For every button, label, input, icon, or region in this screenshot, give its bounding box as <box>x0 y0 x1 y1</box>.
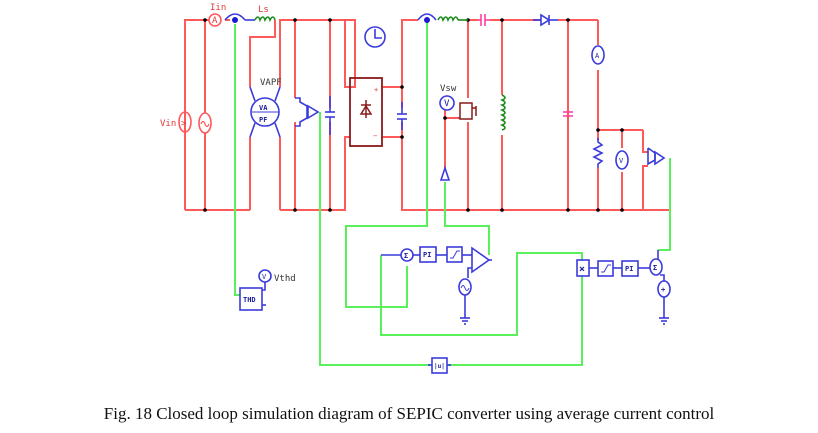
svg-text:×: × <box>579 264 585 275</box>
svg-text:|u|: |u| <box>434 363 445 370</box>
svg-text:PI: PI <box>423 251 431 259</box>
voltmeter-output: V <box>615 150 629 170</box>
voltage-sensor-input <box>295 97 320 127</box>
clock-icon <box>364 26 386 48</box>
label-vapf: VAPF <box>260 78 282 88</box>
svg-text:>: > <box>181 119 187 129</box>
svg-text:THD: THD <box>243 296 256 304</box>
thd-block: THD V Vthd <box>239 269 296 311</box>
dc-source-vin: > Vin <box>160 111 192 133</box>
svg-text:VA: VA <box>259 104 268 112</box>
svg-text:A: A <box>595 52 600 60</box>
ammeter-output: A <box>591 45 605 65</box>
svg-text:+: + <box>374 86 378 94</box>
pi-controller-current: PI <box>419 246 447 263</box>
label-vin: Vin <box>160 119 176 129</box>
load-resistor <box>592 138 604 168</box>
svg-text:V: V <box>619 157 624 165</box>
output-capacitor <box>563 111 573 117</box>
label-iin: Iin <box>210 3 226 13</box>
output-diode <box>533 13 558 27</box>
power-wiring <box>184 19 670 211</box>
svg-text:V: V <box>444 99 450 109</box>
limiter-voltage <box>597 260 622 277</box>
comparator <box>467 246 492 278</box>
label-ls: Ls <box>258 5 269 15</box>
coupling-capacitor <box>478 14 490 26</box>
limiter-current <box>446 246 472 263</box>
ammeter-iin: A Iin <box>208 3 226 27</box>
absolute-value-block: |u| <box>428 357 451 374</box>
mosfet-switch <box>458 102 477 120</box>
voltmeter-vsw: V Vsw <box>439 84 457 111</box>
pi-controller-voltage: PI <box>621 260 650 277</box>
diode-bridge-rectifier: + − <box>349 77 383 147</box>
junction-dots <box>203 18 624 212</box>
summing-junction-current: Σ <box>381 248 420 262</box>
capacitor-dc-link <box>397 102 407 130</box>
voltage-sensor-output <box>647 147 666 166</box>
svg-text:A: A <box>212 16 218 26</box>
control-wiring <box>234 22 671 366</box>
svg-text:+: + <box>661 286 665 294</box>
triangle-carrier-source <box>458 278 472 325</box>
inductor-ls: Ls <box>254 5 276 23</box>
current-sensor-inductor <box>417 13 437 23</box>
inductor-l2 <box>499 94 506 131</box>
current-sensor-input <box>224 13 255 23</box>
summing-junction-voltage: Σ <box>649 250 665 283</box>
capacitor-input <box>325 96 335 135</box>
svg-text:Σ: Σ <box>653 264 657 272</box>
svg-text:Σ: Σ <box>404 252 408 260</box>
label-vthd: Vthd <box>274 274 296 284</box>
svg-text:−: − <box>373 132 377 140</box>
gate-driver <box>439 165 451 181</box>
circuit-diagram: > Vin A Iin Ls VA PF VAPF <box>160 3 671 374</box>
inductor-l1 <box>437 16 468 23</box>
figure-caption: Fig. 18 Closed loop simulation diagram o… <box>103 404 715 423</box>
label-vsw: Vsw <box>440 84 457 94</box>
svg-text:PF: PF <box>259 116 267 124</box>
va-pf-meter: VA PF VAPF <box>249 78 282 138</box>
svg-text:PI: PI <box>625 265 633 273</box>
multiplier-block: × <box>576 259 598 277</box>
dc-reference-source: + <box>657 280 671 325</box>
svg-text:V: V <box>262 273 267 281</box>
ac-source <box>198 112 212 134</box>
